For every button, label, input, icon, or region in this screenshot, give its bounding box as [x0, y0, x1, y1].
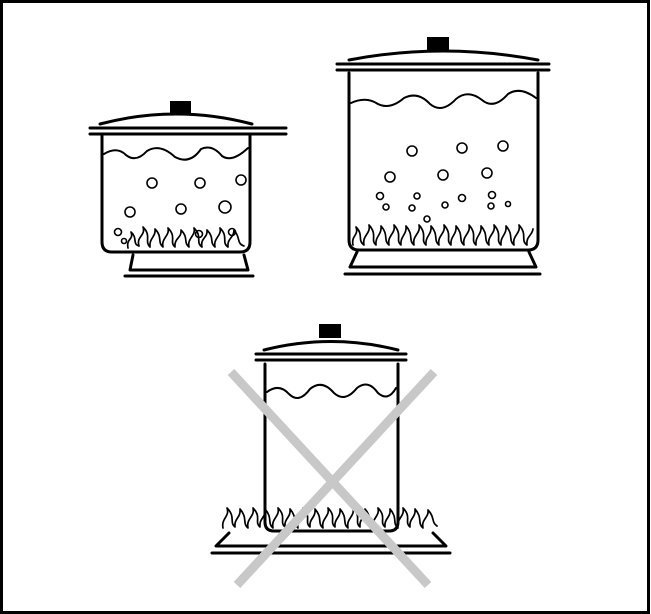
small-pot-lid [90, 114, 286, 134]
small-flame-icon [128, 227, 244, 248]
pot-lid-knob-icon [170, 101, 191, 114]
tall-water-surface [267, 384, 396, 398]
tall-flame-icon [223, 508, 437, 528]
large-pot-lid [337, 51, 549, 70]
pot-lid-knob-icon [427, 37, 449, 51]
large-flame-icon [353, 225, 533, 245]
large-water-surface [351, 91, 536, 108]
small-burner [125, 255, 253, 276]
wide-burner [212, 533, 450, 553]
large-burner [345, 252, 540, 274]
small-pot-illustration [90, 101, 286, 276]
pot-lid-knob-icon [319, 324, 341, 338]
tall-pot-illustration [212, 324, 450, 553]
large-bubbles [377, 141, 511, 222]
large-pot-body [349, 73, 538, 250]
large-pot-illustration [337, 37, 549, 274]
small-water-surface [104, 148, 248, 160]
tall-pot-lid [256, 342, 406, 361]
